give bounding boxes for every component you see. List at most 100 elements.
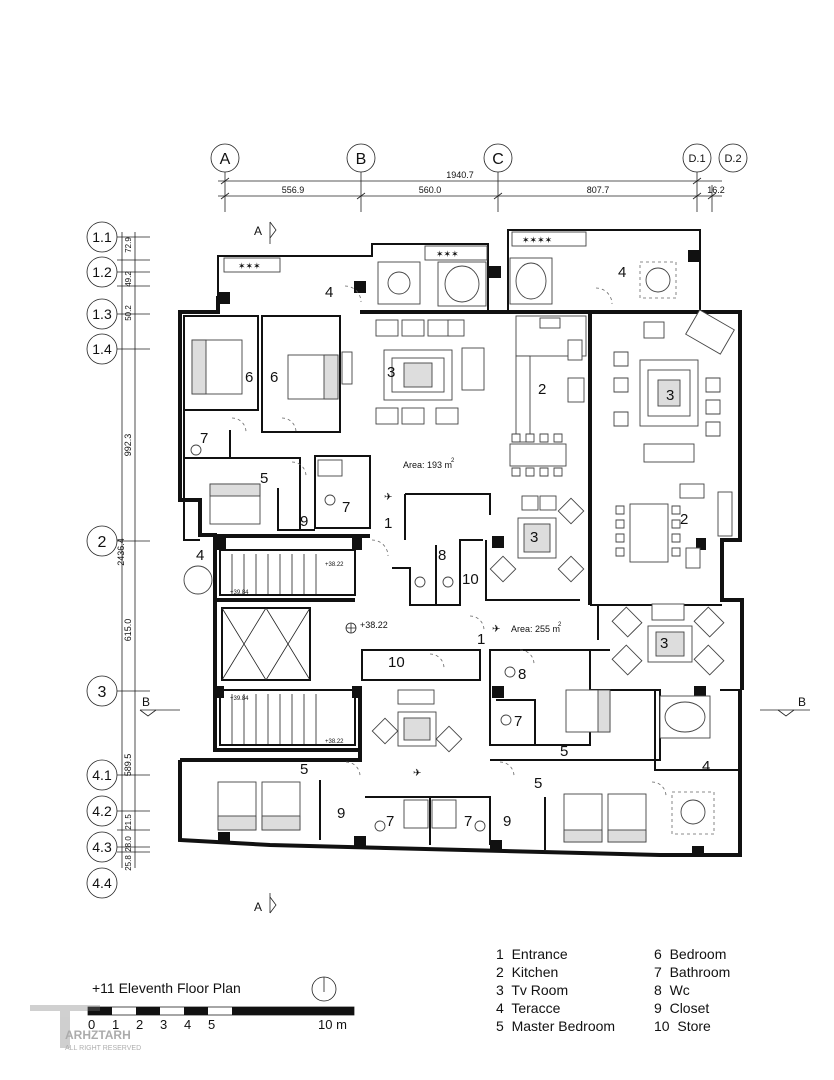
row-label-2: 2 <box>98 534 107 551</box>
room-number-kitchen-right: 2 <box>680 511 688 528</box>
room-number-closet-a: 9 <box>300 513 308 530</box>
row-dim-7: 589.5 <box>123 754 133 777</box>
room-number-store-center: 10 <box>462 571 479 588</box>
row-grid: 1.1 1.2 1.3 1.4 2 3 4.1 4.2 4.3 4.4 72.9… <box>86 221 150 899</box>
column-grid: A B C D.1 D.2 1940.7 556.9 560.0 807.7 1… <box>210 143 748 212</box>
room-number-tv-upper: 3 <box>387 364 395 381</box>
grid-label-c: C <box>492 151 504 168</box>
scale-label-1: 1 <box>112 1017 119 1032</box>
row-dim-5: 2436.4 <box>116 538 126 566</box>
room-number-tv-right: 3 <box>666 387 674 404</box>
row-dim-8: 21.5 <box>124 814 133 830</box>
area-sup-lower: 2 <box>558 622 562 628</box>
room-number-bath-e: 7 <box>464 813 472 830</box>
level-stair-c: +39.84 <box>230 696 249 702</box>
watermark-brand: ARHZTARH <box>65 1028 131 1042</box>
furniture: ✶✶✶ ✶✶✶ ✶✶✶✶ <box>183 231 735 843</box>
scale-label-4: 4 <box>184 1017 191 1032</box>
level-main: +38.22 <box>360 620 388 630</box>
row-label-3: 3 <box>98 684 107 701</box>
room-number-closet-c: 9 <box>503 813 511 830</box>
grid-bubble-d2 <box>718 143 748 173</box>
row-dim-1: 72.9 <box>124 237 133 253</box>
section-markers: A A B B <box>139 221 810 914</box>
legend-column-left: 1 Entrance 2 Kitchen 3 Tv Room 4 Teracce… <box>496 946 654 1036</box>
room-number-bath-c: 7 <box>514 713 522 730</box>
level-stair-d: +38.22 <box>325 739 344 745</box>
walls <box>178 229 744 857</box>
row-label-4-2: 4.2 <box>92 803 112 819</box>
row-dim-2: 49.2 <box>124 271 133 287</box>
room-number-terrace-top: 4 <box>325 284 333 301</box>
section-mark-a-bottom: A <box>254 900 262 914</box>
level-stair-a: +38.22 <box>325 562 344 568</box>
room-number-entrance-upper: 1 <box>384 515 392 532</box>
legend-item: 1 Entrance <box>496 946 568 962</box>
grid-label-d1: D.1 <box>688 153 705 165</box>
section-mark-b-left: B <box>142 695 150 709</box>
legend: 1 Entrance 2 Kitchen 3 Tv Room 4 Teracce… <box>496 946 796 1036</box>
dim-cd: 807.7 <box>587 185 610 195</box>
section-mark-a-top: A <box>254 224 262 238</box>
room-number-master-b: 5 <box>560 743 568 760</box>
legend-item: 3 Tv Room <box>496 982 569 998</box>
row-dim-3: 50.2 <box>124 305 133 321</box>
room-number-store-lower: 10 <box>388 654 405 671</box>
legend-item: 5 Master Bedroom <box>496 1018 616 1034</box>
room-number-bedroom-a: 6 <box>245 369 253 386</box>
dim-ab: 556.9 <box>282 185 305 195</box>
grid-label-b: B <box>356 151 367 168</box>
scale-label-2: 2 <box>136 1017 143 1032</box>
room-number-terrace-top-right: 4 <box>618 264 626 281</box>
room-number-terrace-left: 4 <box>196 547 204 564</box>
legend-item: 4 Teracce <box>496 1000 561 1016</box>
grid-label-d2: D.2 <box>724 153 741 165</box>
room-number-terrace-right: 4 <box>702 758 710 775</box>
room-number-tv-lower: 3 <box>660 635 668 652</box>
room-number-bath-b: 7 <box>342 499 350 516</box>
legend-item: 7 Bathroom <box>654 964 731 980</box>
scale-label-10m: 10 m <box>318 1017 347 1032</box>
room-number-bedroom-b: 6 <box>270 369 278 386</box>
area-label-upper: Area: 193 m <box>403 460 452 470</box>
scale-label-5: 5 <box>208 1017 215 1032</box>
room-number-entrance-lower: 1 <box>477 631 485 648</box>
door-swings <box>231 285 667 797</box>
svg-text:✈: ✈ <box>413 768 421 779</box>
svg-text:✶✶✶✶: ✶✶✶✶ <box>522 235 552 245</box>
drawing-title: +11 Eleventh Floor Plan <box>92 980 241 996</box>
row-label-4-3: 4.3 <box>92 839 112 855</box>
level-marks: +38.22 +38.22 +39.84 +39.84 +38.22 ✈ ✈ ✈ <box>230 492 500 779</box>
scale-label-0: 0 <box>88 1017 95 1032</box>
scale-label-3: 3 <box>160 1017 167 1032</box>
area-label-lower: Area: 255 m <box>511 624 560 634</box>
svg-text:✈: ✈ <box>492 624 500 635</box>
legend-item: 6 Bedroom <box>654 946 727 962</box>
watermark-logo: ARHZTARH ALL RIGHT RESERVED <box>30 1005 141 1052</box>
room-number-bath-a: 7 <box>200 430 208 447</box>
room-number-bath-d: 7 <box>386 813 394 830</box>
row-label-1-3: 1.3 <box>92 306 112 322</box>
room-numbers: 4 4 6 6 3 2 3 7 5 7 9 1 2 3 4 8 10 1 3 1… <box>196 264 710 830</box>
row-dim-6: 615.0 <box>123 619 133 642</box>
title-block: +11 Eleventh Floor Plan 0 1 2 3 4 5 10 m… <box>30 976 355 1052</box>
room-number-master-d: 5 <box>534 775 542 792</box>
room-number-wc-lower: 8 <box>518 666 526 683</box>
room-number-tv-center: 3 <box>530 529 538 546</box>
legend-item: 8 Wc <box>654 982 690 998</box>
dim-dd: 16.2 <box>707 185 725 195</box>
row-label-1-1: 1.1 <box>92 229 112 245</box>
grid-label-a: A <box>220 151 231 168</box>
room-number-closet-b: 9 <box>337 805 345 822</box>
legend-item: 10 Store <box>654 1018 711 1034</box>
level-stair-b: +39.84 <box>230 590 249 596</box>
svg-text:✈: ✈ <box>384 492 392 503</box>
room-number-kitchen-upper: 2 <box>538 381 546 398</box>
row-label-1-4: 1.4 <box>92 341 112 357</box>
room-number-master-c: 5 <box>300 761 308 778</box>
row-dim-10: 25.8 <box>124 855 133 871</box>
room-number-master-a: 5 <box>260 470 268 487</box>
section-mark-b-right: B <box>798 695 806 709</box>
legend-column-right: 6 Bedroom 7 Bathroom 8 Wc 9 Closet 10 St… <box>654 946 794 1036</box>
